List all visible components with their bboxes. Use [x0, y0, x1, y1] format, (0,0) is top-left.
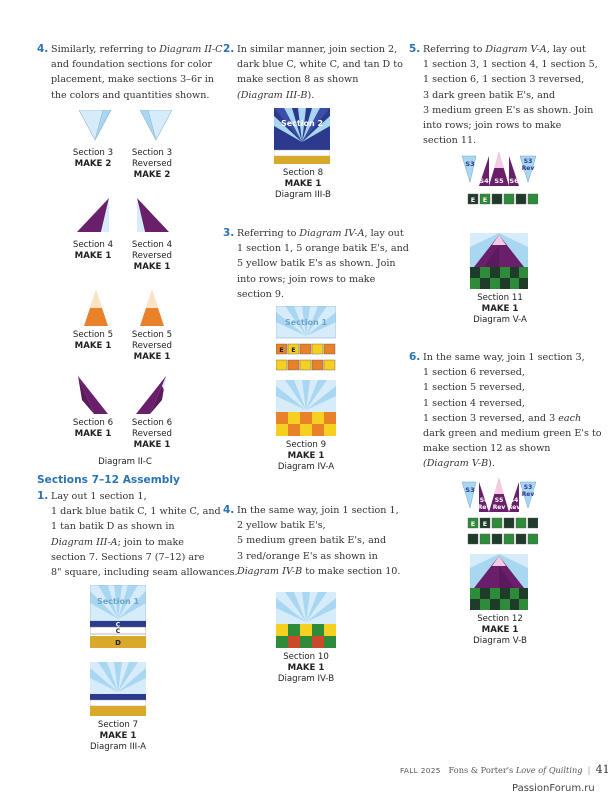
- step-3-col2: 3. Referring to Diagram IV-A, lay out 1 …: [223, 227, 409, 300]
- section-11-e-row: E E: [467, 193, 538, 205]
- e-label-2: E: [483, 196, 487, 204]
- step-2-col2: 2. In similar manner, join section 2, da…: [223, 43, 403, 101]
- section-2-label: Section 2: [281, 119, 323, 128]
- section-3-reversed-caption: Section 3 Reversed MAKE 2: [131, 148, 173, 180]
- d-label: D: [115, 639, 121, 647]
- section-8-block: Section 2: [274, 108, 330, 164]
- section-5-triangle: [84, 290, 108, 326]
- section-4-reversed-caption: Section 4 Reversed MAKE 1: [131, 240, 173, 272]
- s3-rev-label: S3: [524, 484, 533, 491]
- section-12-e-row: E E: [467, 517, 538, 545]
- s3-rev-sub: Rev: [522, 165, 535, 172]
- step-6-col3: 6. In the same way, join 1 section 3, 1 …: [409, 351, 602, 470]
- section-6-reversed-triangle: [136, 376, 166, 414]
- section-4-triangle: [77, 198, 109, 232]
- step-number: 4.: [37, 43, 49, 55]
- step-number: 2.: [223, 43, 235, 55]
- s3-label: S3: [465, 486, 474, 494]
- section-3-reversed-triangle: [140, 110, 172, 141]
- section-12-layout: S3 S6 Rev S5 Rev S4 Rev S3 Rev E E: [462, 478, 538, 545]
- step-1-col1: 1. Lay out 1 section 1, 1 dark blue bati…: [37, 490, 238, 579]
- s4-label: S4: [510, 497, 519, 504]
- e-label-1: E: [471, 520, 475, 528]
- e-label-1: E: [279, 346, 283, 354]
- page-footer: FALL 2025 Fons & Porter's Love of Quilti…: [400, 763, 610, 776]
- step-4-col2: 4. In the same way, join 1 section 1, 2 …: [223, 504, 401, 577]
- s5-label: S5: [495, 497, 504, 504]
- step-number: 4.: [223, 504, 235, 516]
- section-9-layout: Section 1 E E: [276, 306, 336, 371]
- section-6-triangle: [78, 376, 108, 414]
- e-label-2: E: [483, 520, 487, 528]
- section-11-block: [470, 233, 528, 289]
- s4-label: S4: [479, 177, 489, 185]
- page-number: 41: [595, 763, 610, 776]
- section-9-caption: Section 9 MAKE 1 Diagram IV-A: [277, 440, 335, 472]
- section-6-caption: Section 6 MAKE 1: [72, 418, 114, 439]
- s6-label: S6: [480, 497, 489, 504]
- section-11-layout: S3 S4 S5 S6 S3 Rev E E: [462, 152, 538, 205]
- s3-label: S3: [465, 160, 474, 168]
- s5-rev-sub: Rev: [493, 504, 506, 511]
- row-2-squares: [276, 359, 336, 371]
- c-label-2: C: [116, 628, 121, 635]
- sections-7-12-heading: Sections 7–12 Assembly: [37, 474, 180, 486]
- section-11-caption: Section 11 MAKE 1 Diagram V-A: [473, 293, 527, 325]
- step-5-col3: 5. Referring to Diagram V-A, lay out 1 s…: [409, 43, 598, 147]
- c-label-1: C: [116, 622, 121, 629]
- section-7-caption: Section 7 MAKE 1 Diagram III-A: [89, 720, 147, 752]
- footer-season: FALL 2025: [400, 766, 441, 775]
- step-number: 6.: [409, 351, 421, 363]
- s3-rev-label: S3: [524, 158, 533, 165]
- section-5-reversed-caption: Section 5 Reversed MAKE 1: [131, 330, 173, 362]
- section-7-finished-block: [90, 662, 146, 716]
- s6-rev-sub: Rev: [478, 504, 491, 511]
- watermark: PassionForum.ru: [512, 783, 595, 794]
- e-label-1: E: [471, 196, 475, 204]
- section-3-triangle: [79, 110, 111, 141]
- section-10-caption: Section 10 MAKE 1 Diagram IV-B: [277, 652, 335, 684]
- step-number: 1.: [37, 490, 49, 502]
- step-4-col1: 4. Similarly, referring to Diagram II-C …: [37, 43, 223, 101]
- section-7-block: Section 1 C C D: [90, 585, 146, 648]
- section-10-block: [276, 592, 336, 648]
- section-1-label: Section 1: [97, 597, 139, 606]
- e-label-2: E: [291, 346, 295, 354]
- section-4-caption: Section 4 MAKE 1: [72, 240, 114, 261]
- section-3-caption: Section 3 MAKE 2: [72, 148, 114, 169]
- section-4-reversed-triangle: [137, 198, 169, 232]
- s4-rev-sub: Rev: [508, 504, 521, 511]
- s3-rev-sub: Rev: [522, 491, 535, 498]
- s5-label: S5: [494, 177, 504, 185]
- step-number: 5.: [409, 43, 421, 55]
- section-12-block: [470, 554, 528, 610]
- diagram-ii-c-label: Diagram II-C: [98, 457, 152, 467]
- section-5-reversed-triangle: [140, 290, 164, 326]
- section-8-caption: Section 8 MAKE 1 Diagram III-B: [275, 168, 331, 200]
- section-1-label: Section 1: [285, 318, 327, 327]
- footer-magazine: Fons & Porter's Love of Quilting: [448, 765, 583, 775]
- s6-label: S6: [509, 177, 519, 185]
- section-6-reversed-caption: Section 6 Reversed MAKE 1: [131, 418, 173, 450]
- row-1-squares: E E: [276, 343, 336, 355]
- section-5-caption: Section 5 MAKE 1: [72, 330, 114, 351]
- step-number: 3.: [223, 227, 235, 239]
- section-9-block: [276, 380, 336, 436]
- section-12-caption: Section 12 MAKE 1 Diagram V-B: [473, 614, 527, 646]
